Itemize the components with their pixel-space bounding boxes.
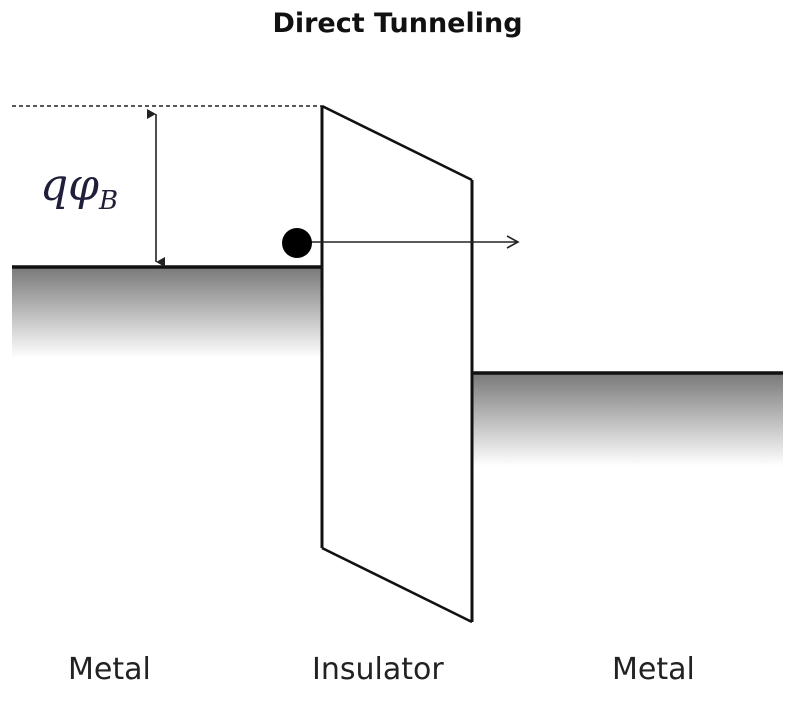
diagram-title: Direct Tunneling	[272, 8, 523, 39]
insulator-bottom-edge	[321, 546, 473, 624]
insulator-top-edge	[321, 104, 473, 182]
left-metal-filled-states	[12, 268, 322, 358]
right-metal-filled-states	[472, 374, 783, 466]
insulator-label: Insulator	[312, 652, 444, 687]
left-metal-label: Metal	[68, 652, 151, 687]
barrier-height-label: qφB	[40, 160, 118, 216]
barrier-subscript: B	[98, 186, 119, 216]
electron	[282, 228, 312, 258]
right-metal-label: Metal	[612, 652, 695, 687]
barrier-symbol: qφ	[40, 160, 99, 211]
insulator-conduction-band	[322, 106, 472, 267]
